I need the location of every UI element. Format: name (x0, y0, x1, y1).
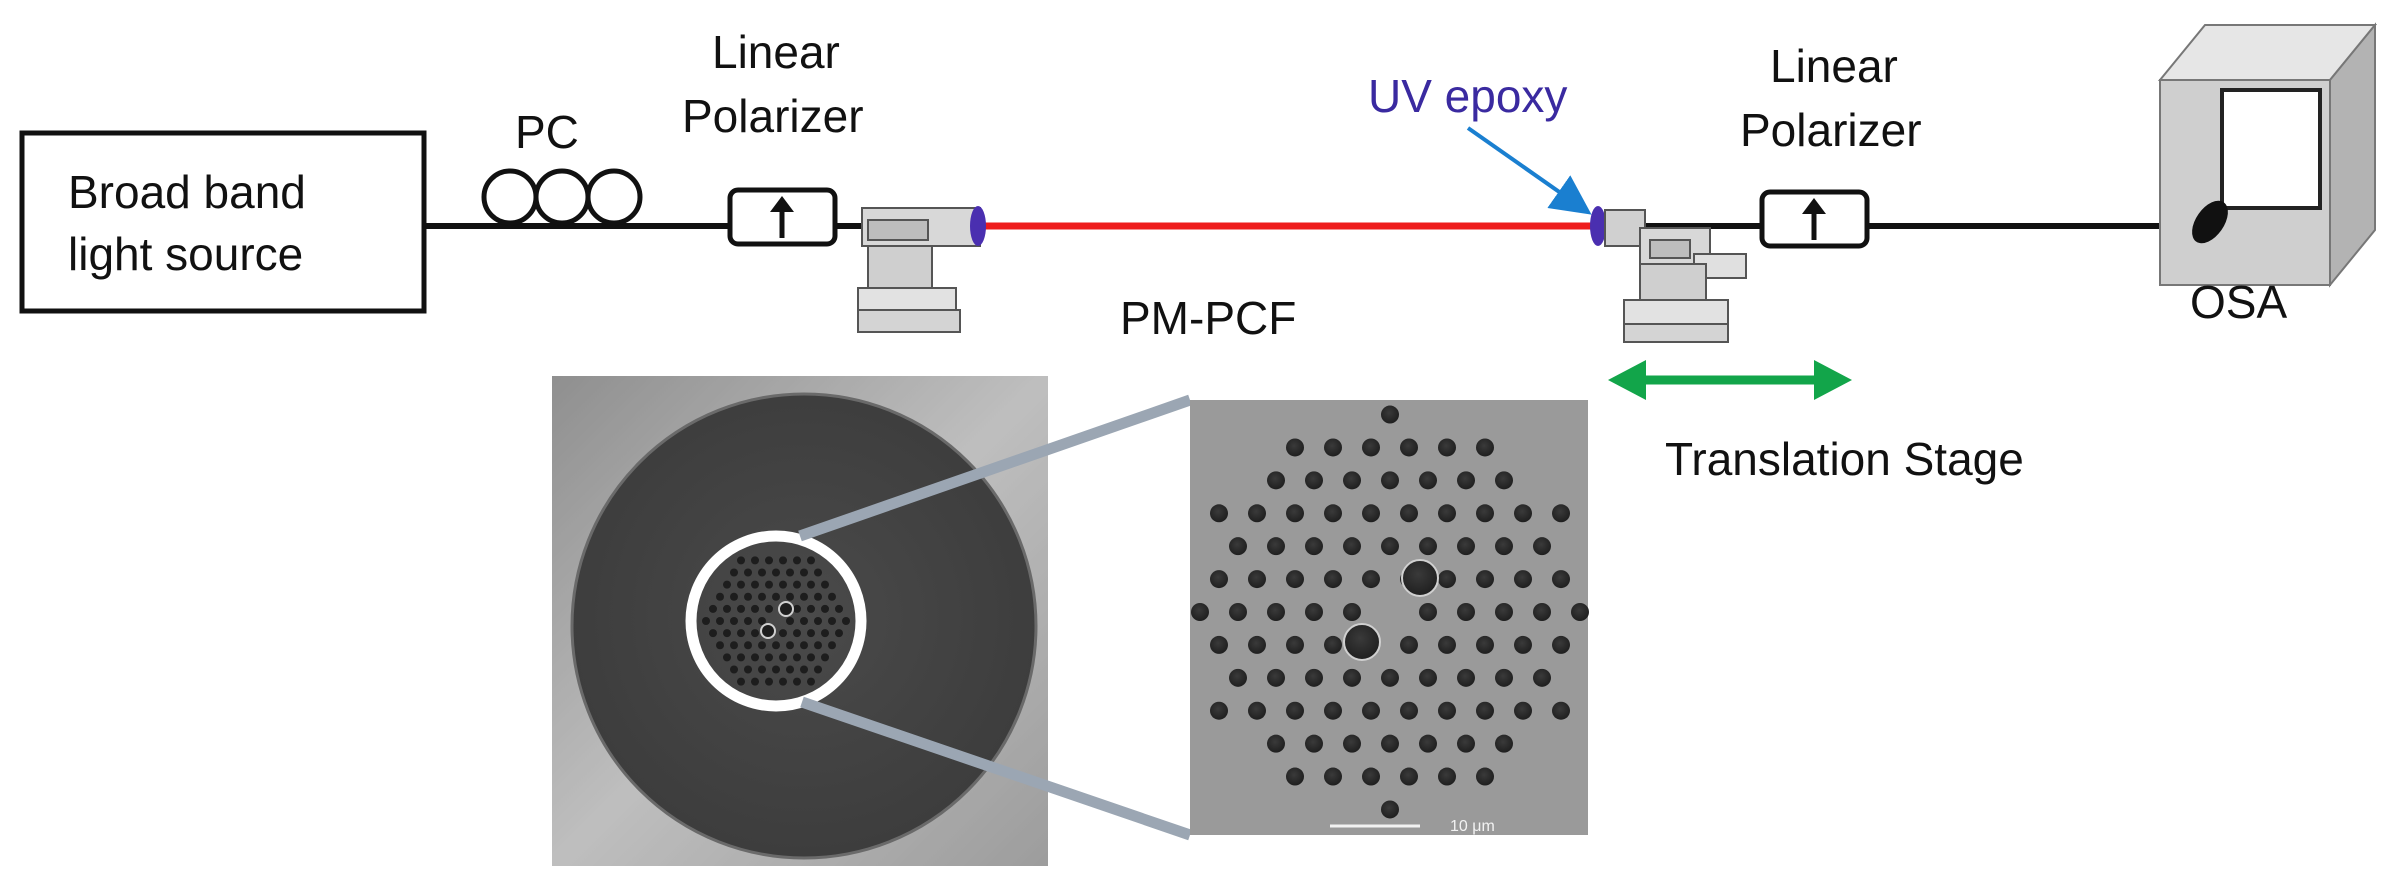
fiber-core-sem-image: 10 μm (1190, 400, 1589, 835)
pc-label: PC (515, 106, 579, 158)
scale-bar-label: 10 μm (1450, 818, 1495, 835)
light-source-label-line1: Broad band (68, 166, 306, 218)
epoxy-blob-right (1590, 206, 1606, 246)
box-monitor-icon (2157, 22, 2378, 288)
fiber-cross-section-image (552, 376, 1048, 866)
zoom-line-bottom (800, 696, 1192, 841)
translation-stage-icon (1604, 209, 1747, 343)
air-hole-lattice-zoomed (1191, 405, 1589, 819)
polarizer1-label-line2: Polarizer (682, 90, 864, 142)
double-headed-arrow-icon (1608, 360, 1852, 400)
polarizer2-label-line2: Polarizer (1740, 104, 1922, 156)
epoxy-blob-left (970, 206, 986, 246)
translation-stage-icon (857, 207, 981, 333)
light-source-label-line2: light source (68, 228, 303, 280)
uv-epoxy-arrow (1466, 126, 1592, 215)
air-hole-lattice-small (702, 556, 850, 686)
polarizer1-label-line1: Linear (712, 26, 840, 78)
zoom-line-top (798, 394, 1192, 542)
zoom-ring (685, 530, 867, 712)
translation-stage-label: Translation Stage (1665, 433, 2024, 485)
osa-label: OSA (2190, 276, 2287, 328)
pm-pcf-label: PM-PCF (1120, 292, 1296, 344)
light-source-box: Broad band light source (19, 130, 427, 314)
triple-loop-coil-icon (481, 168, 643, 226)
up-arrow-in-box-icon (727, 187, 838, 247)
polarizer2-label-line1: Linear (1770, 40, 1898, 92)
up-arrow-in-box-icon (1759, 189, 1870, 249)
uv-epoxy-label: UV epoxy (1368, 70, 1567, 122)
